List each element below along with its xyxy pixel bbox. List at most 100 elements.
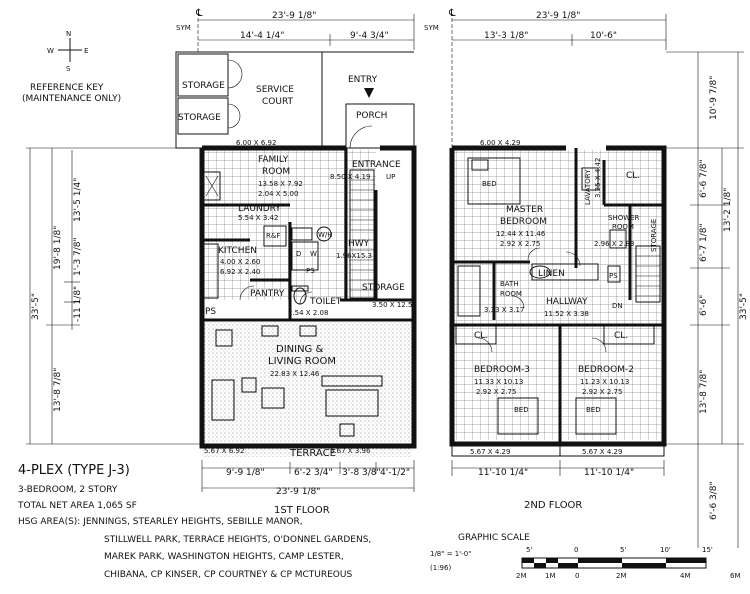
master-dim-1: 12.44 X 11.46 xyxy=(496,230,546,238)
second-overall-width: 23'-9 1/8" xyxy=(536,11,580,21)
second-depth-d: 6'-6" xyxy=(699,295,709,316)
storage-second-label: STORAGE xyxy=(650,219,658,252)
pantry-label: PANTRY xyxy=(250,289,285,299)
first-depth-b: 1'-3 7/8" xyxy=(73,237,83,276)
first-bottom-b: 6'-2 3/4" xyxy=(294,468,333,478)
terrace-label: TERRACE xyxy=(289,448,336,459)
toilet-dim: 2.54 X 2.08 xyxy=(288,309,328,317)
bath-line1: BATH xyxy=(500,280,519,288)
scale-m-2: 1M xyxy=(545,572,556,580)
compass: N S E W xyxy=(47,30,88,73)
scale-ft-1: 5' xyxy=(526,546,532,554)
scale-ft-4: 10' xyxy=(660,546,671,554)
bedroom2-dim-1: 11.23 X 10.13 xyxy=(580,378,629,386)
storage-3-label: STORAGE xyxy=(362,283,405,293)
family-dim-2: 2.04 X 5.00 xyxy=(258,190,298,198)
bedroom3-dim-2: 2.92 X 2.75 xyxy=(476,388,516,396)
entry-arrow-icon xyxy=(364,88,374,98)
kitchen-label: KITCHEN xyxy=(218,246,257,256)
kitchen-dim-2: 6.92 X 2.40 xyxy=(220,268,260,276)
first-upper-depth: 19'-8 1/8" xyxy=(53,226,63,270)
second-depth-a: 6'-6 7/8" xyxy=(699,159,709,198)
first-floor-left-dimensions: 33'-5" 19'-8 1/8" 13'-8 7/8" 13'-5 1/4" … xyxy=(26,147,200,445)
bed-right-label: BED xyxy=(586,406,601,414)
compass-e: E xyxy=(84,47,88,55)
first-overall-width: 23'-9 1/8" xyxy=(272,11,316,21)
ps-second-label: PS xyxy=(609,272,618,280)
scale-m-1: 2M xyxy=(516,572,527,580)
second-floor-top-dimensions: ℄ SYM 23'-9 1/8" 13'-3 1/8" 10'-6" xyxy=(424,8,667,148)
hallway-label: HALLWAY xyxy=(546,297,588,307)
first-floor-labels: STORAGE STORAGE SERVICE COURT 6.00 X 6.9… xyxy=(178,75,417,459)
closet-right-label: CL. xyxy=(614,331,628,341)
info-line-1: 3-BEDROOM, 2 STORY xyxy=(18,485,118,495)
service-court-line2: COURT xyxy=(262,97,294,107)
first-depth-c: -11 1/8" xyxy=(73,286,83,322)
laundry-dim: 5.54 X 3.42 xyxy=(238,214,278,222)
first-bottom-overall: 23'-9 1/8" xyxy=(276,487,320,497)
scale-m-5: 4M xyxy=(680,572,691,580)
entrance-label: ENTRANCE xyxy=(352,160,401,170)
first-floor-bottom-dimensions: 9'-9 1/8" 6'-2 3/4" 3'-8 3/8" 4'-1/2" 23… xyxy=(201,460,415,516)
master-line2: BEDROOM xyxy=(500,217,547,227)
dining-dim: 22.83 X 12.46 xyxy=(270,370,320,378)
dining-line2: LIVING ROOM xyxy=(268,356,336,367)
graphic-scale: GRAPHIC SCALE 1/8" = 1'-0" (1:96) 5' 0 5… xyxy=(430,533,741,580)
terrace-dim-2: 5.67 X 3.96 xyxy=(330,447,371,455)
deck-dim: 6.00 X 4.29 xyxy=(480,139,520,147)
first-floor-label: 1ST FLOOR xyxy=(274,505,330,516)
second-floor-labels: 6.00 X 4.29 BED MASTER BEDROOM 12.44 X 1… xyxy=(470,139,658,456)
compass-s: S xyxy=(66,65,71,73)
bedroom2-dim-2: 2.92 X 2.75 xyxy=(582,388,622,396)
closet-left-label: CL. xyxy=(474,331,488,341)
first-bottom-a: 9'-9 1/8" xyxy=(226,468,265,478)
laundry-label: LAUNDRY xyxy=(238,204,281,214)
dn-label: DN xyxy=(612,302,623,310)
plan-title: 4-PLEX (TYPE J-3) xyxy=(18,463,130,478)
second-depth-top: 10'-9 7/8" xyxy=(709,76,719,120)
info-line-2: TOTAL NET AREA 1,065 SF xyxy=(17,501,137,511)
kitchen-dim-1: 4.00 X 2.60 xyxy=(220,258,260,266)
cl-mark-1: ℄ xyxy=(195,8,203,19)
first-right-width: 9'-4 3/4" xyxy=(350,31,389,41)
reference-key-note: (MAINTENANCE ONLY) xyxy=(22,94,121,104)
master-bed-label: BED xyxy=(482,180,497,188)
info-line-5: MAREK PARK, WASHINGTON HEIGHTS, CAMP LES… xyxy=(104,552,344,562)
info-line-6: CHIBANA, CP KINSER, CP COURTNEY & CP MCT… xyxy=(104,570,352,580)
bedroom3-label: BEDROOM-3 xyxy=(474,365,530,375)
family-room-line2: ROOM xyxy=(262,167,290,177)
compass-n: N xyxy=(66,30,71,38)
info-line-3: HSG AREA(S): JENNINGS, STEARLEY HEIGHTS,… xyxy=(18,517,303,527)
terrace-dim-1: 5.67 X 6.92 xyxy=(204,447,244,455)
second-floor-bottom-dimensions: 11'-10 1/4" 11'-10 1/4" 2ND FLOOR xyxy=(451,460,665,511)
sym-mark-1: SYM xyxy=(176,24,191,32)
scale-title: GRAPHIC SCALE xyxy=(458,533,530,543)
second-floor-plan xyxy=(449,145,667,457)
lavatory-dim: 3.25 X 4.42 xyxy=(594,158,602,198)
reference-key: REFERENCE KEY xyxy=(30,83,104,93)
second-depth-c: 6'-7 1/8" xyxy=(699,223,709,262)
dryer-label: D xyxy=(296,250,301,258)
second-left-width: 13'-3 1/8" xyxy=(484,31,528,41)
bed-left-label: BED xyxy=(514,406,529,414)
wh-label: W/H xyxy=(318,231,333,239)
scale-ft-2: 0 xyxy=(574,546,578,554)
entry-label: ENTRY xyxy=(348,75,378,85)
hallway-dim: 11.52 X 3.38 xyxy=(544,310,589,318)
second-depth-b: 13'-2 1/8" xyxy=(723,188,733,232)
shower-line1: SHOWER xyxy=(608,214,640,222)
first-depth-a: 13'-5 1/4" xyxy=(73,178,83,222)
cl-mark-2: ℄ xyxy=(448,8,456,19)
service-court-dim: 6.00 X 6.92 xyxy=(236,139,276,147)
service-court-line1: SERVICE xyxy=(256,85,294,95)
bedroom3-dim-1: 11.33 X 10.13 xyxy=(474,378,523,386)
toilet-label: TOILET xyxy=(309,297,342,307)
compass-w: W xyxy=(47,47,54,55)
washer-label: W xyxy=(310,250,317,258)
bath-dim: 3.33 X 3.17 xyxy=(484,306,524,314)
family-room-line1: FAMILY xyxy=(258,155,289,165)
info-line-4: STILLWELL PARK, TERRACE HEIGHTS, O'DONNE… xyxy=(104,535,371,545)
scale-ft-5: 15' xyxy=(702,546,713,554)
